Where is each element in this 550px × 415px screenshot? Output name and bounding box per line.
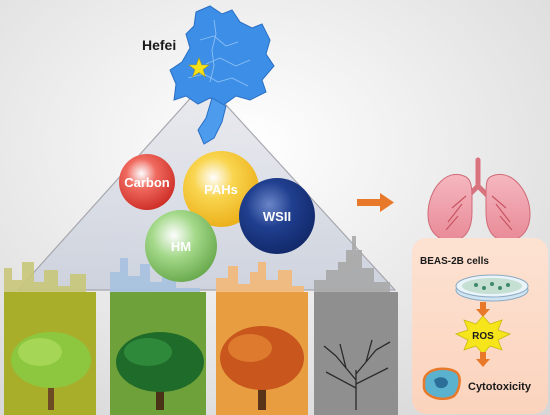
city-label: Hefei bbox=[142, 37, 176, 53]
tree-autumn-icon bbox=[220, 326, 304, 410]
arrow-down-icon bbox=[476, 302, 490, 317]
hefei-map bbox=[169, 5, 275, 145]
pollutant-wsii-label: WSII bbox=[263, 209, 291, 224]
tree-summer-icon bbox=[116, 332, 204, 410]
petri-dish-icon bbox=[455, 274, 529, 302]
tree-spring-icon bbox=[11, 332, 91, 410]
season-panels bbox=[4, 236, 398, 415]
lungs-icon bbox=[427, 157, 531, 242]
pollutant-hm-label: HM bbox=[171, 239, 191, 254]
ros-label: ROS bbox=[472, 331, 494, 342]
pollutant-hm: HM bbox=[145, 210, 217, 282]
exposure-arrow-icon bbox=[357, 193, 394, 212]
pollutant-carbon-label: Carbon bbox=[124, 175, 170, 190]
pollutant-wsii: WSII bbox=[239, 178, 315, 254]
damaged-cell-icon bbox=[422, 367, 461, 400]
tree-winter-icon bbox=[323, 339, 391, 410]
outcome-label: Cytotoxicity bbox=[468, 381, 532, 393]
arrow-down-icon bbox=[476, 352, 490, 367]
cell-label: BEAS-2B cells bbox=[420, 256, 489, 267]
star-icon bbox=[188, 57, 210, 78]
pollutant-pahs-label: PAHs bbox=[204, 182, 238, 197]
pollutant-carbon: Carbon bbox=[119, 154, 175, 210]
